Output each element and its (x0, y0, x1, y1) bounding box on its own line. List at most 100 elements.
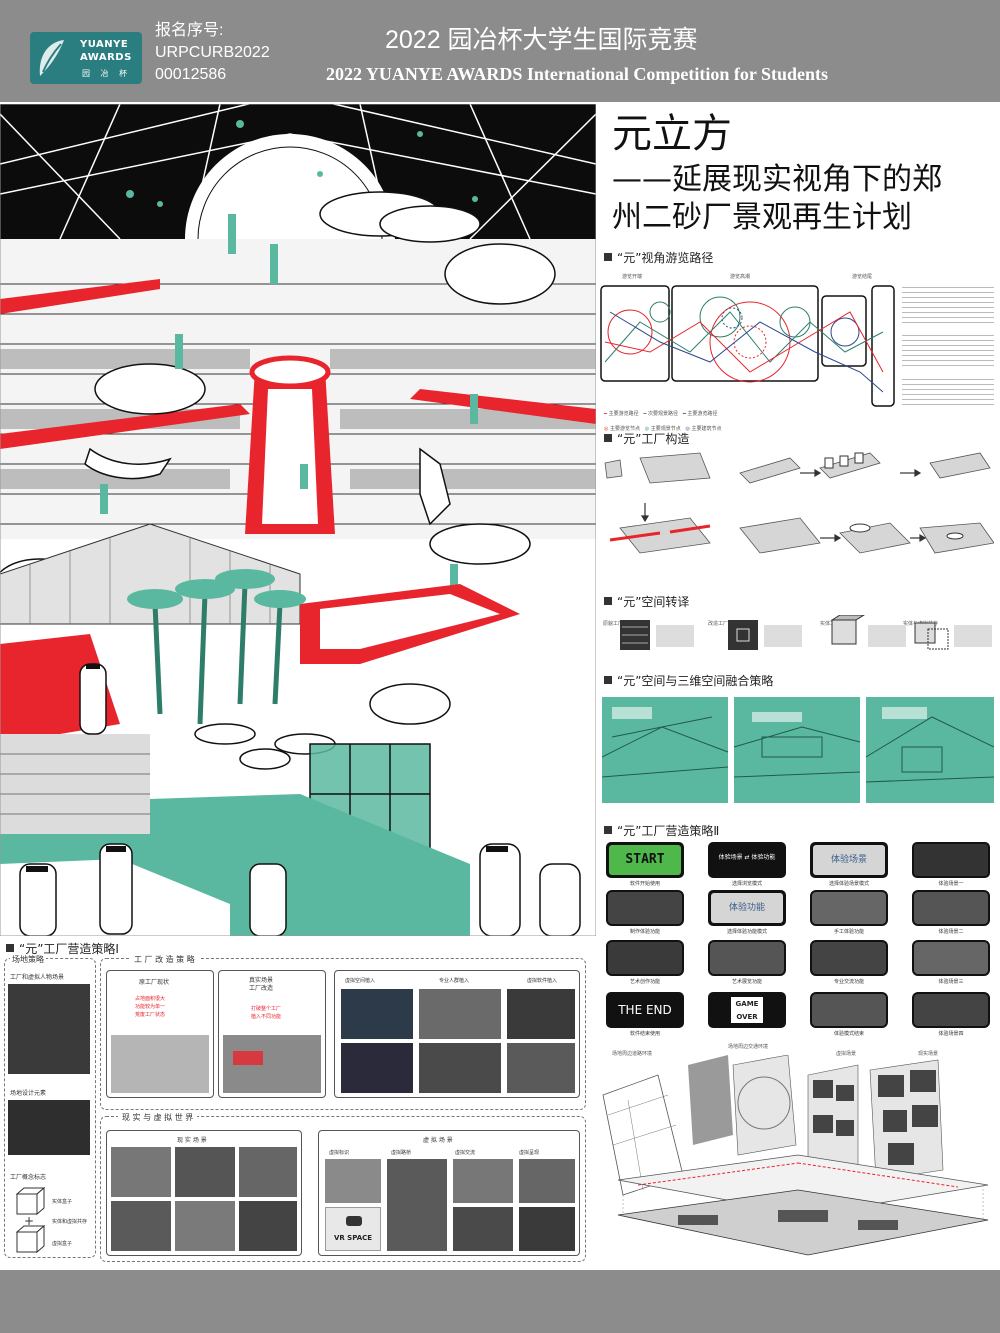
footer-bar (0, 1270, 1000, 1333)
flow-label-8: 体验场景二 (938, 929, 964, 935)
flow-label-12: 体验场景三 (938, 979, 964, 985)
world-title: 现 实 与 虚 拟 世 界 (118, 1112, 198, 1123)
factory-strategy-title: 工 厂 改 造 策 略 (130, 954, 199, 965)
coexist-label: 实体和虚拟共存 (52, 1219, 88, 1225)
flow-thumb-12 (912, 940, 990, 976)
leaf-logo-icon (39, 40, 64, 76)
site-elements-image (8, 1100, 90, 1155)
factory-construction-diagram (604, 452, 994, 554)
registration-info: 报名序号: URPCURB2022 00012586 (155, 20, 270, 86)
bullet-square-icon (604, 253, 612, 261)
bullet-square-icon (6, 944, 14, 952)
site-elements-label: 场地设计元素 (10, 1090, 47, 1097)
virtual-cube-label: 虚拟盒子 (52, 1241, 73, 1247)
header-bar: YUANYE AWARDS 园 冶 杯 报名序号: URPCURB2022 00… (0, 0, 1000, 102)
flow-thumb-7 (810, 890, 888, 926)
section-heading-route: “元”视角游览路径 (604, 249, 713, 266)
flow-thumb-15 (912, 992, 990, 1028)
game-over-box: GAME OVER (708, 992, 786, 1028)
fusion-strategy-renders (602, 697, 994, 803)
plus-sign: + (24, 1214, 35, 1228)
section-heading-fusion: “元”空间与三维空间融合策略 (604, 672, 773, 689)
space-label-1: 原貌工厂 (603, 621, 624, 627)
scene-thumb-1 (912, 842, 990, 878)
vr-space-label: VR SPACE (333, 1234, 373, 1242)
yuanye-logo: YUANYE AWARDS 园 冶 杯 (30, 32, 142, 84)
bullet-square-icon (604, 434, 612, 442)
logo-text-yuanye: YUANYE (80, 39, 129, 50)
flow-label-7: 手工体验功能 (833, 929, 864, 935)
scene-func-choice: 体验场景 ⇄ 体验功能 (708, 842, 786, 878)
flow-label-2: 选择浏览模式 (731, 881, 762, 887)
site-strategy-panel (4, 958, 96, 1258)
flow-label-15: 体验场景四 (938, 1031, 964, 1037)
space-label-3: 实体工厂 (820, 621, 841, 627)
bullet-square-icon (604, 826, 612, 834)
flow-thumb-8 (912, 890, 990, 926)
factory-logo-label: 工厂概念标志 (10, 1174, 47, 1181)
func-box: 体验功能 (708, 890, 786, 926)
project-title: 元立方 ——延展现实视角下的郑 州二砂厂景观再生计划 (612, 108, 992, 236)
cube-logo-diagram (15, 1186, 46, 1254)
site-scene-label: 工厂和虚拟人物场景 (10, 974, 65, 981)
original-factory-card: 原工厂现状 占地面积很大 功能较为单一 荒废工厂状态 (106, 970, 214, 1098)
title-line-2: ——延展现实视角下的郑 (612, 162, 942, 197)
reg-code: URPCURB2022 (155, 44, 270, 61)
flow-thumb-11 (810, 940, 888, 976)
flow-label-14: 体验模式结束 (833, 1031, 864, 1037)
flow-label-5: 制作体验功能 (629, 929, 660, 935)
flow-label-6: 选择体验功能模式 (726, 929, 767, 935)
entity-cube-label: 实体盒子 (52, 1199, 73, 1205)
route-legend: ━ 主要游览路径 ━ 次要观景路径 ━ 主要游览路径 (604, 411, 718, 417)
flow-label-1: 软件开始使用 (629, 881, 660, 887)
flow-label-3: 选择体验场景模式 (828, 881, 869, 887)
competition-title-cn: 2022 园冶杯大学生国际竞赛 (385, 26, 698, 54)
logo-text-awards: AWARDS (80, 52, 132, 63)
title-line-1: 元立方 (612, 111, 732, 157)
logo-text-cn: 园 冶 杯 (82, 69, 132, 78)
scene-box: 体验场景 (810, 842, 888, 878)
space-translation-diagram (620, 615, 992, 650)
flow-label-4: 体验场景一 (938, 881, 964, 887)
flow-thumb-10 (708, 940, 786, 976)
flow-thumb-5 (606, 890, 684, 926)
reg-number: 00012586 (155, 66, 227, 83)
start-button: START (606, 842, 684, 878)
competition-title-en: 2022 YUANYE AWARDS International Competi… (326, 64, 829, 84)
title-line-3: 州二砂厂景观再生计划 (612, 200, 912, 235)
map-label-1: 场地周边道路环境 (612, 1051, 653, 1057)
flow-label-13: 软件结束使用 (629, 1031, 660, 1037)
flow-label-9: 艺术创作功能 (629, 979, 660, 985)
the-end-box: THE END (606, 992, 684, 1028)
exploded-axonometric (602, 1055, 989, 1256)
factory-strategy-panel (100, 958, 586, 1110)
bullet-square-icon (604, 597, 612, 605)
reg-label: 报名序号: (155, 22, 224, 39)
section-heading-space: “元”空间转译 (604, 593, 689, 610)
section-heading-strategy1: “元”工厂营造策略Ⅰ (6, 940, 119, 957)
route-diagram (600, 285, 895, 407)
vr-headset-icon (346, 1216, 362, 1226)
route-notes (902, 283, 994, 405)
hero-illustration (0, 104, 596, 936)
site-scene-image (8, 984, 90, 1074)
route-phase-2: 游览高潮 (730, 274, 751, 280)
bullet-square-icon (604, 676, 612, 684)
flow-label-10: 艺术展览功能 (731, 979, 762, 985)
virtual-scene-group: 虚 拟 场 景 虚拟标识 虚拟路桥 虚拟交流 虚拟呈现 VR SPACE (318, 1130, 580, 1256)
route-legend-nodes: ◎ 主要游览节点 ◎ 主要观景节点 ◎ 主要建筑节点 (604, 426, 722, 432)
flow-label-11: 专业交流功能 (833, 979, 864, 985)
real-scene-group: 现 实 场 景 (106, 1130, 302, 1256)
virtual-implant-card: 虚拟空间植入 专业人群植入 虚拟软件植入 (334, 970, 580, 1098)
flow-thumb-9 (606, 940, 684, 976)
flow-thumb-14 (810, 992, 888, 1028)
site-strategy-title: 场地策略 (10, 954, 46, 965)
route-phase-1: 游览开端 (622, 274, 643, 280)
section-heading-factory: “元”工厂构造 (604, 430, 689, 447)
space-label-2: 改造工厂 (708, 621, 729, 627)
section-heading-strategy2: “元”工厂营造策略Ⅱ (604, 822, 719, 839)
real-scene-card: 真实场景 工厂改造 打破整个工厂 植入不同功能 (218, 970, 326, 1098)
map-label-4: 现实场景 (918, 1051, 939, 1057)
map-label-3: 虚拟场景 (836, 1051, 857, 1057)
route-phase-3: 游览结尾 (852, 274, 873, 280)
